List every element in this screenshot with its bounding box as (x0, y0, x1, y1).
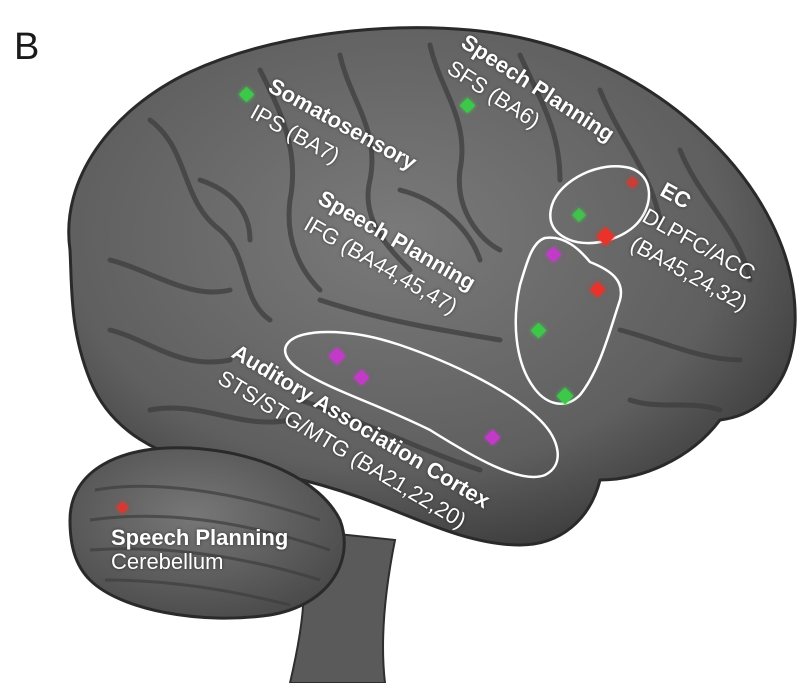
panel-label: B (14, 26, 39, 69)
label-title: Speech Planning (111, 526, 288, 550)
label-subtitle: Cerebellum (111, 550, 288, 574)
label-speech-planning-cerebellum: Speech Planning Cerebellum (111, 526, 288, 574)
